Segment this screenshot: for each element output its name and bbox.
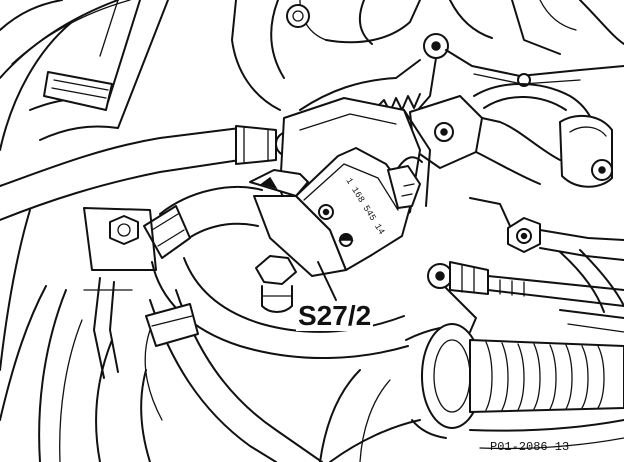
upper-left-hose [29,0,169,141]
mounting-bolt [255,255,297,313]
throttle-linkage [365,33,624,188]
lower-left-hose [144,289,323,462]
lower-right-contours [319,309,624,462]
threaded-rod-ball-joint [427,261,624,333]
engine-block-upper [231,0,624,111]
switch-component-s27-2: 1 168 545 14 [249,147,423,301]
figure-reference-code: P01-2086-13 [490,440,570,454]
right-linkage-rods [469,197,624,313]
center-hose [143,186,409,359]
rubber-boot [405,323,624,439]
upper-tube [0,125,301,221]
callout-label-s27-2: S27/2 [296,300,374,331]
left-bracket-with-nut [83,207,157,379]
